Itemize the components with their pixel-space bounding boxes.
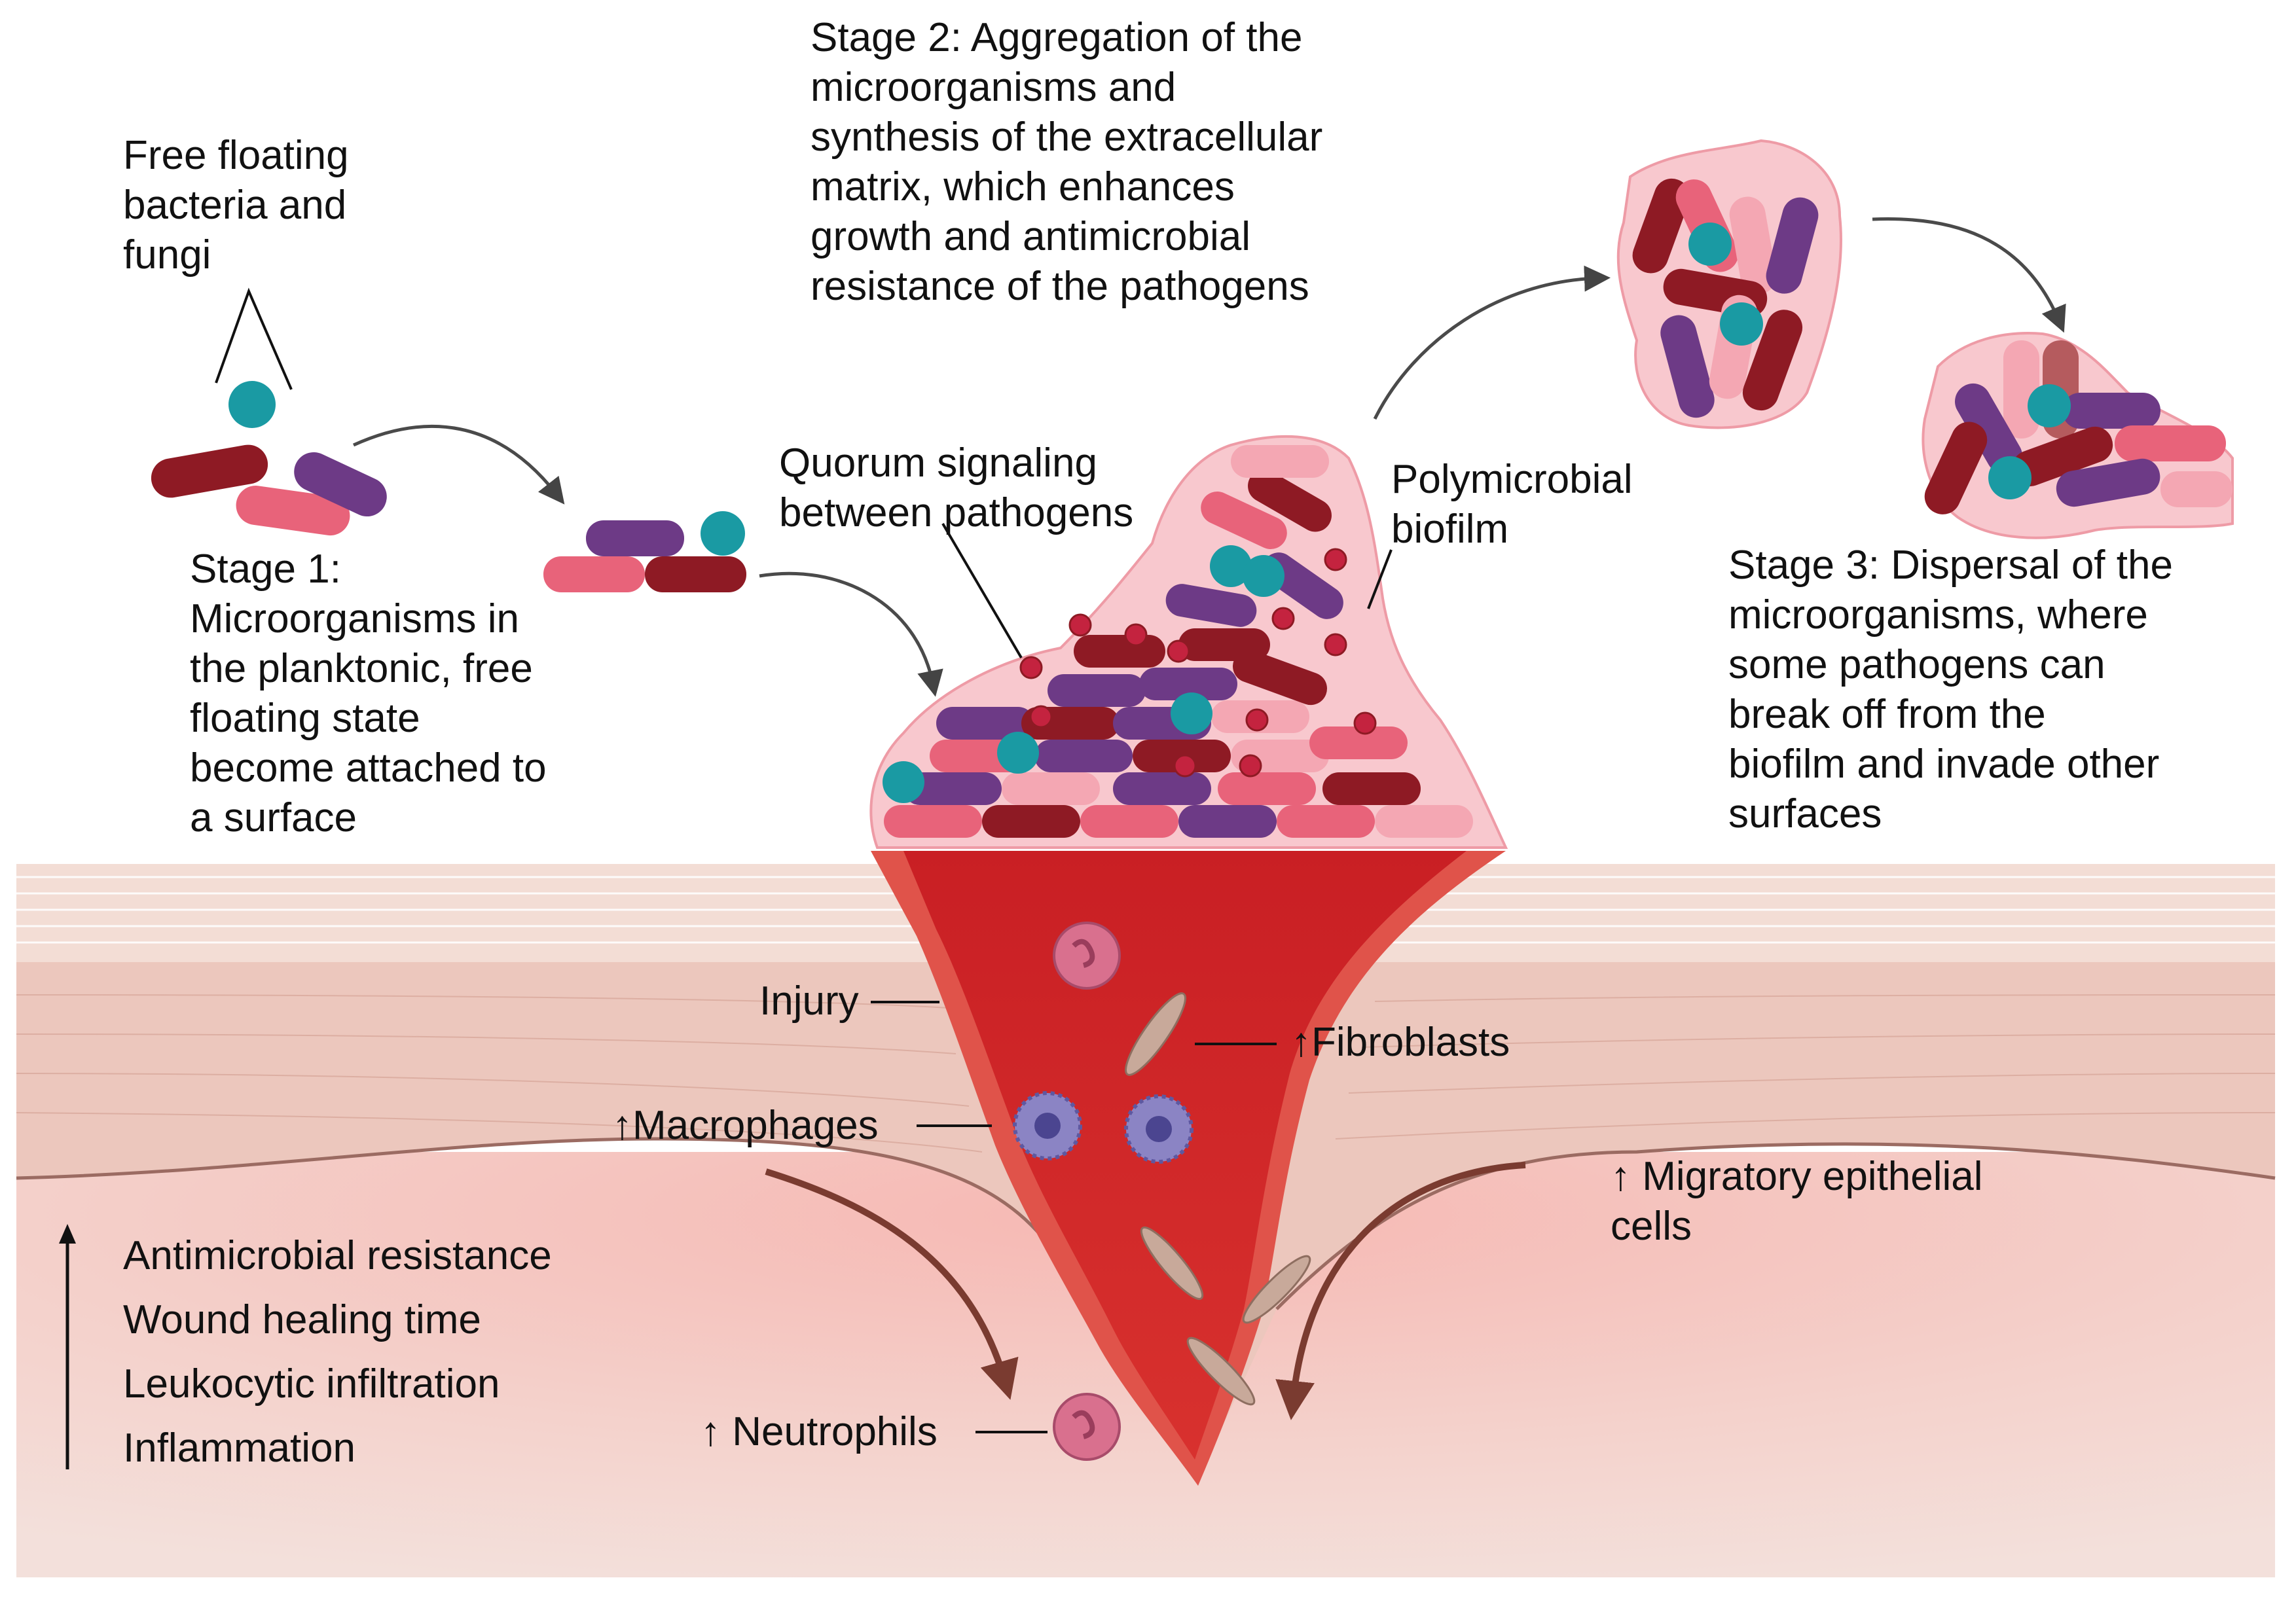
leader-lines [871, 522, 1393, 1433]
migratory-label: ↑ Migratory epithelial cells [1611, 1154, 1983, 1249]
neutrophil-bottom-icon [1053, 1393, 1121, 1461]
effect-item: Antimicrobial resistance [123, 1233, 552, 1278]
effect-item: Inflammation [123, 1426, 355, 1471]
stage2-label: Stage 2: Aggregation of the microorganis… [811, 15, 1323, 309]
polymicrobial-label: Polymicrobial biofilm [1391, 457, 1633, 552]
injury-label: Injury [759, 978, 859, 1024]
macrophage-icon-2 [1124, 1094, 1194, 1164]
macrophages-label: ↑Macrophages [612, 1103, 879, 1148]
cell-migration-arrows [765, 1162, 1526, 1420]
effects-list: Antimicrobial resistance Wound healing t… [123, 1224, 552, 1480]
fibroblast-icons [1125, 992, 1311, 1406]
quorum-signal-dots [1019, 548, 1377, 778]
dispersed-cluster-top [1616, 139, 1842, 429]
biofilm-bacteria [883, 445, 1473, 838]
free-floating-label: Free floating bacteria and fungi [123, 133, 349, 278]
stage3-label: Stage 3: Dispersal of the microorganisms… [1728, 543, 2173, 836]
dispersed-cluster-bottom [1922, 332, 2234, 539]
neutrophil-top-icon [1053, 922, 1121, 990]
effect-item: Wound healing time [123, 1297, 481, 1342]
free-floating-microbes [151, 287, 387, 536]
process-arrows [352, 217, 2066, 697]
macrophage-icon-1 [1013, 1091, 1082, 1160]
increase-arrow-icon [59, 1224, 76, 1469]
neutrophils-label: ↑ Neutrophils [701, 1409, 938, 1454]
effect-item: Leukocytic infiltration [123, 1361, 500, 1407]
quorum-label: Quorum signaling between pathogens [779, 440, 1134, 535]
attached-microbes [543, 511, 746, 592]
fibroblasts-label: ↑Fibroblasts [1291, 1020, 1510, 1065]
stage1-label: Stage 1: Microorganisms in the planktoni… [190, 547, 547, 840]
wound [871, 851, 1506, 1486]
